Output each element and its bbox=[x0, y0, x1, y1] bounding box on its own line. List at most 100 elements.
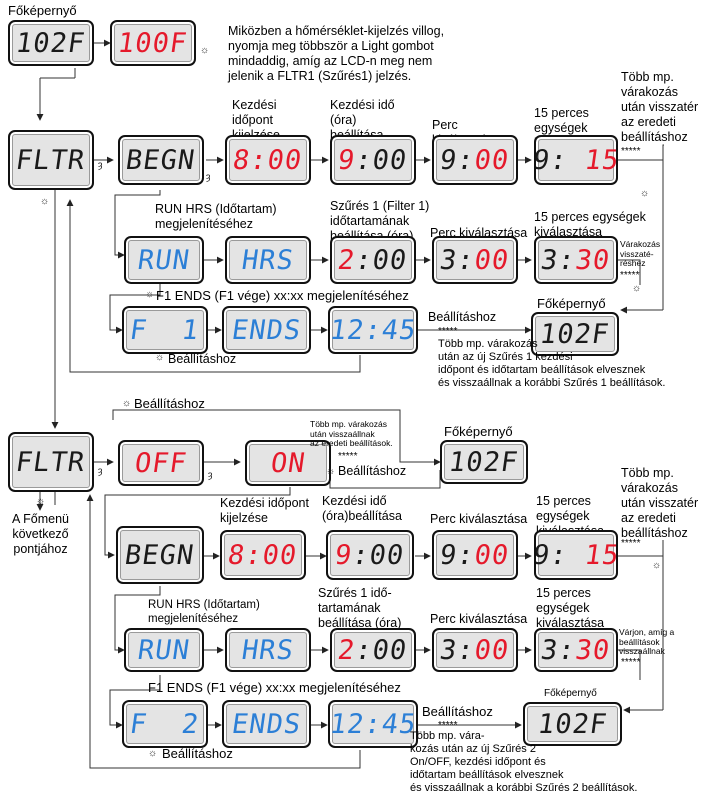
timeout-stars: ***** bbox=[338, 451, 358, 462]
lcd-end-time1: 12:45 bbox=[328, 306, 418, 354]
lcd-minute: 9:00 bbox=[432, 135, 518, 185]
lcd-text: ENDS bbox=[229, 314, 304, 346]
lcd-f1: F 1 bbox=[122, 306, 208, 354]
light-button-icon: ☼ bbox=[155, 352, 165, 363]
lcd-text: 2:00 bbox=[336, 634, 410, 666]
timeout-note: Több mp. vára- kozás után az új Szűrés 2… bbox=[410, 730, 638, 794]
lcd-end-time2: 12:45 bbox=[328, 700, 418, 748]
lcd-text: 9:00 bbox=[438, 144, 512, 176]
lcd-text: 100F bbox=[116, 27, 190, 59]
lcd-main-temp: 102F bbox=[523, 702, 622, 746]
label-start-time: Kezdési időpont kijelzése bbox=[220, 496, 309, 525]
lcd-on: ON bbox=[245, 440, 331, 486]
back-settings-label: Beállításhoz bbox=[168, 352, 237, 366]
lcd-text: 9: 15 bbox=[534, 144, 618, 176]
lcd-text: 2:00 bbox=[336, 244, 410, 276]
lcd-text: 3:00 bbox=[438, 244, 512, 276]
light-button-icon: ☼ bbox=[652, 560, 662, 571]
lcd-text: 3:30 bbox=[539, 634, 613, 666]
label-minute: Perc kiválasztása bbox=[430, 512, 528, 526]
settings-label: Beállításhoz bbox=[338, 464, 407, 478]
main-screen-label: Főképernyő bbox=[8, 3, 77, 18]
lcd-15min: 9: 15 bbox=[534, 135, 618, 185]
light-button-icon: ☼ bbox=[122, 398, 132, 409]
label-15min2: 15 perces egységek kiválasztása bbox=[536, 586, 605, 630]
light-button-icon: ☼ bbox=[632, 283, 642, 294]
light-button-icon: ☼ bbox=[36, 496, 46, 507]
lcd-start-hour: 8:00 bbox=[225, 135, 311, 185]
lcd-15min: 9: 15 bbox=[534, 530, 618, 580]
lcd-text: 12:45 bbox=[328, 708, 418, 740]
label-wait: Várjon, amíg a beállítások visszaállnak bbox=[619, 627, 675, 656]
ends-label: F1 ENDS (F1 vége) xx:xx megjelenítéséhez bbox=[156, 288, 409, 303]
settings-stars: ***** bbox=[438, 326, 458, 337]
settings-label: Beállításhoz bbox=[134, 396, 205, 411]
lcd-off: OFF bbox=[118, 440, 204, 486]
lcd-dur-15: 3:30 bbox=[534, 628, 618, 672]
lcd-main-temp: 102F bbox=[8, 20, 94, 66]
lcd-text: RUN bbox=[135, 244, 193, 276]
lcd-hrs1: HRS bbox=[225, 236, 311, 284]
lcd-fltr1: FLTR bbox=[8, 130, 94, 190]
run-hrs-label: RUN HRS (Időtartam) megjelenítéséhez bbox=[148, 599, 260, 625]
settings-label: Beállításhoz bbox=[422, 704, 493, 719]
lcd-text: RUN bbox=[135, 634, 193, 666]
lcd-start-hour: 8:00 bbox=[220, 530, 306, 580]
light-button-icon: ☼ bbox=[326, 466, 336, 477]
light-button-icon: ☼ bbox=[145, 289, 155, 300]
lcd-text: F 1 bbox=[128, 314, 202, 346]
timeout-stars: ***** bbox=[621, 538, 641, 549]
light-button-icon: ☼ bbox=[200, 45, 210, 56]
back-settings-label: Beállításhoz bbox=[162, 746, 233, 761]
lcd-begn1: BEGN bbox=[118, 135, 204, 185]
settings-stars: ***** bbox=[438, 720, 458, 731]
lcd-text: FLTR bbox=[14, 144, 88, 176]
lcd-minute: 9:00 bbox=[432, 530, 518, 580]
light-button-icon: ☼ bbox=[148, 748, 158, 759]
lcd-text: OFF bbox=[132, 447, 190, 479]
settings-label: Beállításhoz bbox=[428, 310, 497, 324]
lcd-text: 3:00 bbox=[438, 634, 512, 666]
lcd-fltr2: FLTR bbox=[8, 432, 94, 492]
temp-button-icon: ȝ bbox=[206, 172, 211, 183]
lcd-text: 8:00 bbox=[226, 539, 300, 571]
lcd-run2: RUN bbox=[124, 628, 204, 672]
lcd-text: HRS bbox=[239, 244, 297, 276]
lcd-temp-flash: 100F bbox=[110, 20, 196, 66]
temp-button-icon: ȝ bbox=[98, 466, 103, 477]
lcd-text: 9: 15 bbox=[534, 539, 618, 571]
lcd-ends2: ENDS bbox=[222, 700, 311, 748]
lcd-ends1: ENDS bbox=[222, 306, 311, 354]
lcd-text: ON bbox=[268, 447, 308, 479]
temp-button-icon: ȝ bbox=[208, 470, 213, 481]
lcd-text: BEGN bbox=[123, 539, 197, 571]
lcd-main-temp: 102F bbox=[440, 440, 528, 484]
main-screen-label: Főképernyő bbox=[544, 688, 597, 699]
run-hrs-label: RUN HRS (Időtartam) megjelenítéséhez bbox=[155, 202, 277, 231]
label-15min2: 15 perces egységek kiválasztása bbox=[534, 210, 646, 239]
lcd-text: 3:30 bbox=[539, 244, 613, 276]
lcd-dur-15: 3:30 bbox=[534, 236, 618, 284]
temp-button-icon: ȝ bbox=[98, 160, 103, 171]
lcd-begn2: BEGN bbox=[116, 526, 204, 584]
lcd-text: 8:00 bbox=[231, 144, 305, 176]
label-start-hour: Kezdési idő (óra)beállítása bbox=[322, 494, 402, 523]
lcd-f2: F 2 bbox=[122, 700, 208, 748]
lcd-set-hour: 9:00 bbox=[330, 135, 416, 185]
lcd-text: F 2 bbox=[128, 708, 202, 740]
lcd-text: HRS bbox=[239, 634, 297, 666]
instruction-text: Miközben a hőmérséklet-kijelzés villog, … bbox=[228, 24, 445, 83]
lcd-text: BEGN bbox=[124, 144, 198, 176]
main-screen-label: Főképernyő bbox=[537, 296, 606, 311]
timeout-stars: ***** bbox=[621, 146, 641, 157]
ends-label: F1 ENDS (F1 vége) xx:xx megjelenítéséhez bbox=[148, 680, 401, 695]
main-screen-label: Főképernyő bbox=[444, 424, 513, 439]
lcd-dur-hour: 2:00 bbox=[330, 628, 416, 672]
lcd-text: 9:00 bbox=[336, 144, 410, 176]
wait-stars: ***** bbox=[620, 270, 640, 281]
light-button-icon: ☼ bbox=[40, 196, 50, 207]
timeout-note: Több mp. várakozás után az új Szűrés 1 k… bbox=[438, 338, 666, 389]
lcd-dur-min: 3:00 bbox=[432, 628, 518, 672]
lcd-text: ENDS bbox=[229, 708, 304, 740]
